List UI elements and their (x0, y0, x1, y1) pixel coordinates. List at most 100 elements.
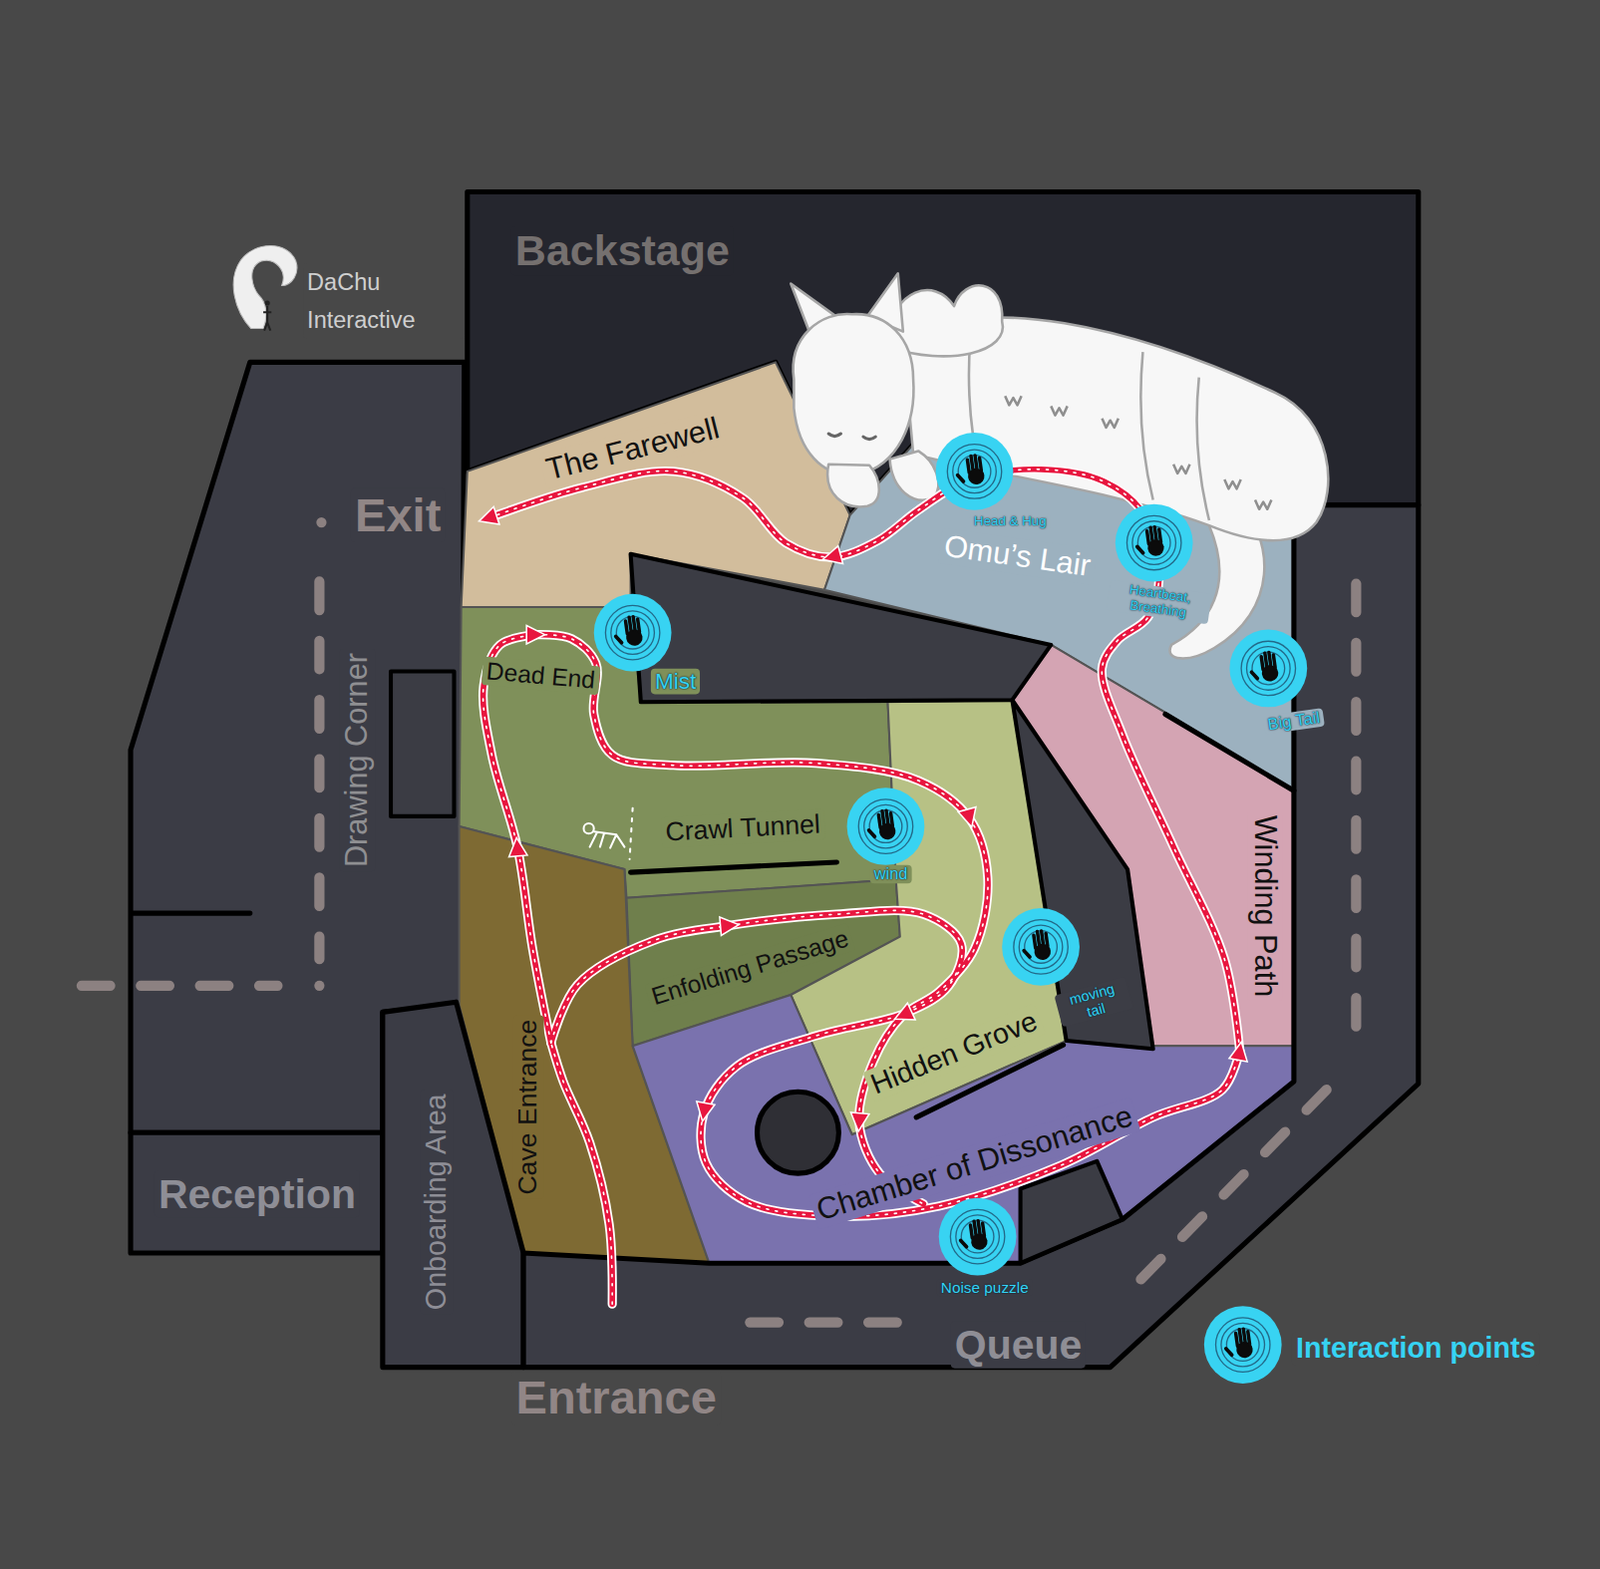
ripple-ring (953, 449, 997, 494)
company-logo (233, 246, 298, 329)
hand-finger (1157, 527, 1164, 545)
hand-thumb (1134, 544, 1146, 556)
interaction-point: Heartbeat, Breathing (1115, 504, 1194, 583)
interaction-point: moving tail (1001, 908, 1080, 986)
hand-finger (975, 1219, 982, 1237)
omu-creature (828, 433, 876, 440)
area-fill (523, 505, 1419, 1368)
room-area: Dead EndCrawl TunnelMistwind (459, 607, 897, 899)
hand-symbol (1221, 1326, 1255, 1361)
interaction-label: wind (870, 865, 913, 885)
area-fill (382, 1001, 524, 1367)
entrance-label: Entrance (511, 1370, 721, 1425)
ripple-ring (1132, 521, 1177, 566)
interaction-disc (594, 594, 672, 672)
hand-symbol (1132, 524, 1166, 559)
area-name: Enfolding Passage (643, 923, 856, 1012)
area-outline (523, 505, 1419, 1368)
ripple-ring (1247, 646, 1291, 691)
ripple-ring (950, 1209, 1004, 1264)
area-outline (459, 607, 897, 899)
queue-area: Queue (523, 505, 1419, 1368)
area-outline (130, 361, 465, 1133)
hand-finger (884, 808, 891, 826)
ripple-ring (1241, 640, 1295, 695)
ripple-ring (858, 799, 913, 854)
hand-symbol (611, 614, 644, 648)
interaction-point: Mist (594, 594, 672, 672)
ripple-ring (611, 611, 655, 655)
interaction-label: Heartbeat, Breathing (1106, 580, 1213, 626)
hand-thumb (1249, 669, 1261, 681)
legend-text: Interaction points (1291, 1332, 1541, 1366)
hand-finger (1271, 652, 1278, 670)
company-name: DaChu Interactive (303, 263, 465, 338)
area-name: Backstage (511, 226, 734, 276)
interaction-disc (1115, 504, 1194, 583)
area-name: Drawing Corner (339, 648, 375, 872)
interaction-disc (847, 787, 926, 866)
interaction-point: Big Tail (1229, 630, 1307, 708)
interaction-circle (1001, 908, 1080, 986)
hand-finger (1267, 650, 1274, 668)
hand-thumb (613, 634, 625, 645)
hand-finger (1043, 932, 1050, 950)
area-name: Winding Path (1248, 811, 1283, 1002)
area-name: The Farewell (538, 409, 727, 489)
interaction-label: Head & Hug (969, 513, 1051, 529)
wall-block (390, 554, 1154, 1264)
room-area: Cave Entrance (459, 826, 710, 1264)
interaction-point: Noise puzzle (939, 1198, 1017, 1277)
hand-symbol (956, 1218, 989, 1253)
hand-thumb (1223, 1345, 1235, 1357)
guide-dot (316, 517, 326, 528)
area-outline (461, 361, 851, 608)
interaction-disc (1001, 908, 1080, 986)
interaction-disc (1229, 630, 1307, 708)
area-fill (459, 607, 897, 899)
hand-finger (977, 456, 984, 474)
area-fill (461, 361, 851, 608)
wall-block (757, 1091, 840, 1174)
hand-finger (1246, 1329, 1253, 1347)
interaction-circle (936, 432, 1014, 511)
ripple-ring (956, 1215, 1000, 1260)
hand-thumb (958, 1238, 969, 1250)
interaction-circle (594, 594, 672, 672)
guide-line (749, 1316, 924, 1327)
hand-symbol (1246, 649, 1280, 684)
ripple-ring (1013, 920, 1068, 974)
room-area: Enfolding Passage (626, 879, 900, 1046)
area-name: Omu’s Lair (938, 528, 1097, 586)
hand-symbol (952, 452, 985, 487)
ripple-ring (1216, 1317, 1271, 1372)
hand-finger (636, 617, 642, 635)
hand-symbol (1018, 928, 1052, 962)
hand-thumb (1021, 948, 1033, 960)
interaction-disc (936, 432, 1014, 511)
area-name: Queue (951, 1321, 1087, 1369)
room-area: Hidden Grovemoving tail (790, 699, 1066, 1135)
onboarding-area: Onboarding Area (382, 1001, 524, 1367)
hand-finger (631, 615, 638, 633)
ripple-ring (1018, 925, 1063, 969)
reception-area: Reception (130, 1132, 383, 1254)
area-name: Hidden Grove (862, 1002, 1046, 1103)
ripple-ring (947, 444, 1001, 499)
room-area: The Farewell (461, 361, 851, 608)
ripple-ring (1221, 1322, 1266, 1367)
hand-finger (972, 453, 979, 471)
interaction-circle (1229, 630, 1307, 708)
room-area: Omu’s LairHead & HugHeartbeat, Breathing… (824, 438, 1294, 791)
area-name: Exit (350, 488, 446, 543)
hand-symbol (863, 808, 897, 843)
hand-thumb (955, 472, 966, 484)
area-fill (130, 1132, 383, 1254)
room-area: Winding Path (1011, 644, 1294, 1046)
area-name: Reception (154, 1170, 360, 1218)
ripple-ring (864, 804, 909, 849)
company-logo (263, 306, 272, 331)
ripple-ring (1126, 515, 1181, 570)
hand-finger (889, 811, 896, 829)
area-outline (459, 826, 710, 1264)
